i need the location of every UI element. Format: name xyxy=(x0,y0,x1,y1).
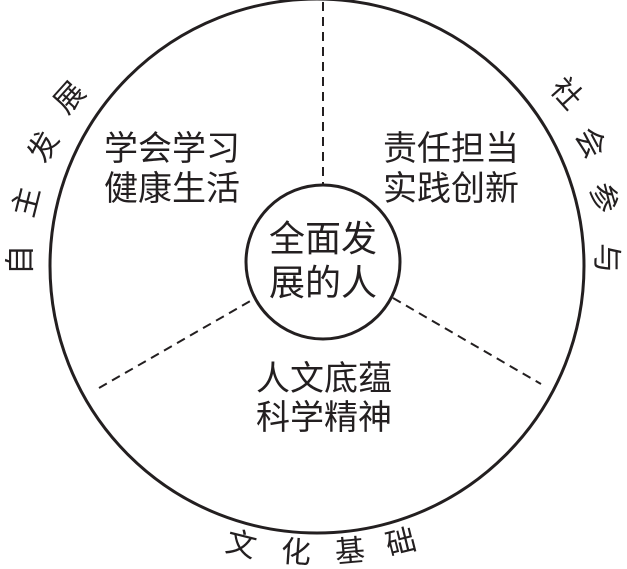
sector-top-left-line1: 学会学习 xyxy=(104,129,240,169)
outer-left-char-4: 展 xyxy=(47,75,93,121)
outer-bottom-char-1: 文 xyxy=(222,524,260,565)
divider-lower-right xyxy=(392,297,542,385)
center-label-line1: 全面发 xyxy=(269,219,377,260)
outer-bottom-char-4: 础 xyxy=(382,522,420,563)
divider-lower-left xyxy=(98,299,253,389)
outer-right-char-2: 会 xyxy=(568,122,613,165)
outer-bottom-char-3: 基 xyxy=(334,533,367,569)
outer-left-char-3: 发 xyxy=(22,126,67,169)
inner-circle xyxy=(244,183,402,341)
outer-right-char-3: 参 xyxy=(582,179,623,217)
outer-left-char-1: 自 xyxy=(4,245,39,275)
outer-right-char-4: 与 xyxy=(589,243,624,273)
sector-top-right-line2: 实践创新 xyxy=(383,169,519,209)
outer-circle xyxy=(48,0,586,535)
sector-bottom-line2: 科学精神 xyxy=(256,398,392,438)
center-label-line2: 展的人 xyxy=(269,263,377,304)
outer-left-char-2: 主 xyxy=(6,183,47,221)
outer-bottom-char-2: 化 xyxy=(280,534,312,569)
sector-top-right-line1: 责任担当 xyxy=(383,129,519,169)
sector-top-left-line2: 健康生活 xyxy=(104,169,240,209)
sector-bottom-line1: 人文底蕴 xyxy=(256,359,392,399)
outer-right-char-1: 社 xyxy=(543,71,589,117)
